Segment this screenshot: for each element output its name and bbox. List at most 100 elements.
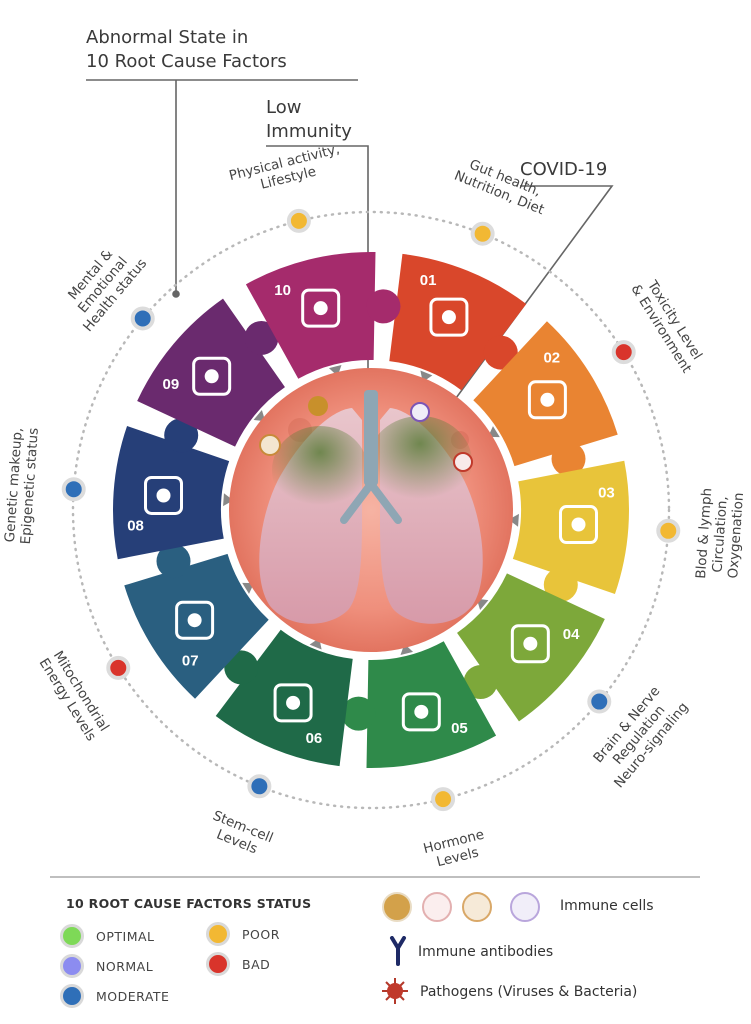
piece-number-02: 02 <box>543 349 560 366</box>
puzzle-piece-03 <box>512 460 629 594</box>
legend-item-bad: BAD <box>206 952 270 976</box>
puzzle-knob-07 <box>156 544 191 579</box>
piece-number-07: 07 <box>182 653 199 670</box>
piece-number-05: 05 <box>451 720 468 737</box>
immune-cell-icon <box>453 452 473 472</box>
puzzle-knob-09 <box>244 320 279 355</box>
brain-head-icon <box>192 356 232 396</box>
leader-lines <box>86 79 614 434</box>
legend-immune-cells: Immune cells <box>380 892 710 922</box>
puzzle-knob-04 <box>463 665 498 700</box>
status-dot-09 <box>130 306 155 331</box>
immune-cells-label: Immune cells <box>560 898 654 914</box>
puzzle-piece-05 <box>366 641 497 768</box>
status-dot-02 <box>611 340 636 365</box>
virus-icon <box>382 978 408 1004</box>
status-dot-icon <box>60 984 84 1008</box>
status-dot-07 <box>106 655 131 680</box>
status-dot-icon <box>206 952 230 976</box>
bronchi <box>340 480 402 524</box>
immune-cell-icon <box>422 892 452 922</box>
exercise-icon <box>301 288 341 328</box>
status-dot-icon <box>60 924 84 948</box>
covid-heading: COVID-19 <box>520 159 608 180</box>
factor-label-line: Circulation, <box>709 496 730 574</box>
status-dot-05 <box>431 787 456 812</box>
human-body-icon <box>175 600 215 640</box>
antibody-icon <box>273 683 313 723</box>
piece-number-08: 08 <box>127 517 144 534</box>
legend-label: POOR <box>242 926 280 942</box>
piece-number-06: 06 <box>306 730 323 747</box>
piece-number-01: 01 <box>420 272 437 289</box>
trachea <box>364 390 378 486</box>
status-dot-06 <box>247 774 272 799</box>
status-dot-10 <box>286 208 311 233</box>
low-immunity-line1: Low <box>266 97 302 118</box>
factor-label-08: Genetic makeup,Epigenetic status <box>2 427 42 545</box>
legend-divider <box>50 876 700 878</box>
factor-label-10: Physical activity,Lifestyle <box>228 141 342 193</box>
puzzle-knob-02 <box>551 441 586 476</box>
piece-number-03: 03 <box>598 485 615 502</box>
right-lung-infection <box>368 416 472 508</box>
status-dot-04 <box>587 689 612 714</box>
abnormal-heading-line2: 10 Root Cause Factors <box>86 51 287 72</box>
root-cause-wheel: 01 02 03 04 05 06 07 08 09 10 Gut health,Nutritio… <box>2 79 747 871</box>
immune-cell-icon <box>382 892 412 922</box>
immune-cell-icon <box>308 396 328 416</box>
immune-cell-icon <box>259 434 281 456</box>
dna-icon <box>144 475 184 515</box>
puzzle-piece-01 <box>389 253 527 391</box>
legend-item-normal: NORMAL <box>60 954 153 978</box>
puzzle-piece-10 <box>245 252 376 379</box>
legend-item-optimal: OPTIMAL <box>60 924 155 948</box>
legend-label: BAD <box>242 956 271 972</box>
endocrine-glands-icon <box>401 692 441 732</box>
pathogens-label: Pathogens (Viruses & Bacteria) <box>420 984 638 1000</box>
legend-item-poor: POOR <box>206 922 280 946</box>
puzzle-knob-08 <box>164 418 199 453</box>
legend-title: 10 ROOT CAUSE FACTORS STATUS <box>66 896 312 911</box>
piece-number-10: 10 <box>274 282 291 299</box>
puzzle-knob-01 <box>483 335 518 370</box>
status-dot-03 <box>656 518 681 543</box>
left-lung-infection <box>272 426 368 514</box>
immune-cell-icon <box>462 892 492 922</box>
piece-number-09: 09 <box>163 376 180 393</box>
puzzle-knob-10 <box>366 289 401 324</box>
legend-pathogens: Pathogens (Viruses & Bacteria) <box>380 976 710 1008</box>
nervous-system-icon <box>510 624 550 664</box>
legend-immune-antibodies: Immune antibodies <box>380 936 710 966</box>
abnormal-heading-line1: Abnormal State in <box>86 27 249 48</box>
arrow-icon <box>476 598 489 610</box>
puzzle-knob-03 <box>543 567 578 602</box>
factor-label-01: Gut health,Nutrition, Diet <box>452 156 546 218</box>
piece-number-04: 04 <box>563 626 580 643</box>
abnormal-leader-dot <box>172 290 180 298</box>
factor-label-line: Oxygenation <box>725 492 747 579</box>
intestines-icon <box>527 380 567 420</box>
status-dot-08 <box>61 477 86 502</box>
immune-antibodies-label: Immune antibodies <box>418 944 554 960</box>
core-immune-cells <box>259 396 473 472</box>
legend-label: OPTIMAL <box>96 928 155 944</box>
arrow-icon <box>223 493 234 507</box>
legend-item-moderate: MODERATE <box>60 984 169 1008</box>
low-immunity-line2: Immunity <box>266 121 352 142</box>
heart-icon <box>558 505 598 545</box>
lungs-illustration <box>259 390 483 624</box>
factor-label-line: Genetic makeup, <box>2 427 26 543</box>
status-dot-icon <box>206 922 230 946</box>
puzzle-knob-05 <box>341 696 376 731</box>
legend-label: NORMAL <box>96 958 154 974</box>
outer-dotted-ring <box>71 210 671 810</box>
poison-bottle-icon <box>429 297 469 337</box>
puzzle-pieces: 01 02 03 04 05 06 07 08 09 10 <box>112 252 629 768</box>
immune-cell-icon <box>410 402 430 422</box>
puzzle-piece-06 <box>215 629 353 767</box>
